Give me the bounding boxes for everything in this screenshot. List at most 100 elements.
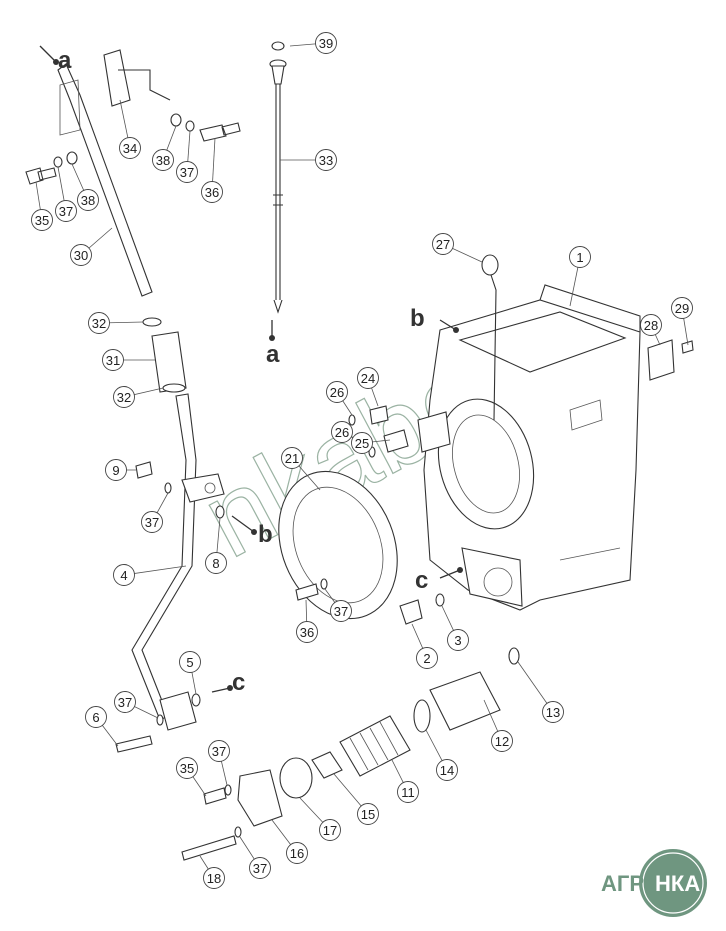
bolt-18 xyxy=(181,835,237,861)
o-ring-3 xyxy=(435,593,445,607)
plug-24 xyxy=(369,405,389,425)
filter-11 xyxy=(339,715,411,777)
gasket-21 xyxy=(278,470,398,620)
callout-26: 26 xyxy=(331,421,353,443)
transmission-housing-1 xyxy=(417,284,641,611)
callout-number: 28 xyxy=(644,318,658,333)
sleeve-12 xyxy=(429,671,501,731)
callout-number: 14 xyxy=(440,763,454,778)
reference-letter-b: b xyxy=(410,305,425,332)
callout-36: 36 xyxy=(296,621,318,643)
callout-number: 27 xyxy=(436,237,450,252)
callout-18: 18 xyxy=(203,867,225,889)
arrowhead-icon xyxy=(227,685,233,691)
callout-5: 5 xyxy=(179,651,201,673)
washer-37 xyxy=(53,156,63,168)
logo-text-right: НКА xyxy=(655,871,700,896)
bolt-9 xyxy=(135,461,153,479)
bolt-6 xyxy=(115,735,153,753)
callout-21: 21 xyxy=(281,447,303,469)
callout-number: 31 xyxy=(106,353,120,368)
arrowhead-icon xyxy=(269,335,275,341)
callout-number: 5 xyxy=(186,655,193,670)
callout-number: 37 xyxy=(212,744,226,759)
callout-3: 3 xyxy=(447,629,469,651)
callout-number: 36 xyxy=(205,185,219,200)
callout-8: 8 xyxy=(205,552,227,574)
callout-32: 32 xyxy=(88,312,110,334)
callout-number: 18 xyxy=(207,871,221,886)
washer-37 xyxy=(234,826,242,838)
callout-14: 14 xyxy=(436,759,458,781)
callout-28: 28 xyxy=(640,314,662,336)
bolt-35 xyxy=(203,787,227,805)
callout-26: 26 xyxy=(326,381,348,403)
callout-6: 6 xyxy=(85,706,107,728)
bracket-34 xyxy=(103,49,171,107)
callout-11: 11 xyxy=(397,781,419,803)
o-ring-26 xyxy=(348,414,356,426)
clamp-32 xyxy=(162,383,186,393)
screw-29 xyxy=(681,340,694,354)
o-ring-13 xyxy=(508,647,520,665)
callout-12: 12 xyxy=(491,730,513,752)
arrowhead-icon xyxy=(457,567,463,573)
o-ring-5 xyxy=(191,693,201,707)
callout-number: 37 xyxy=(59,204,73,219)
callout-33: 33 xyxy=(315,149,337,171)
reference-letter-a: a xyxy=(266,341,280,368)
reference-letter-b: b xyxy=(258,521,273,548)
breather-27-head xyxy=(481,254,499,276)
callout-31: 31 xyxy=(102,349,124,371)
callout-number: 12 xyxy=(495,734,509,749)
callout-number: 37 xyxy=(118,695,132,710)
reference-letter-c: c xyxy=(415,567,428,594)
callout-35: 35 xyxy=(176,757,198,779)
callout-number: 30 xyxy=(74,248,88,263)
hose-31 xyxy=(151,331,187,393)
callout-number: 25 xyxy=(355,436,369,451)
bolt-36 xyxy=(199,122,241,142)
washer-37 xyxy=(164,482,172,494)
callout-34: 34 xyxy=(119,137,141,159)
callout-number: 17 xyxy=(323,823,337,838)
callout-13: 13 xyxy=(542,701,564,723)
callout-15: 15 xyxy=(357,803,379,825)
clamp-32 xyxy=(142,317,162,327)
callout-number: 21 xyxy=(285,451,299,466)
callout-number: 39 xyxy=(319,36,333,51)
callout-number: 16 xyxy=(290,846,304,861)
washer-37 xyxy=(224,784,232,796)
callout-number: 2 xyxy=(423,651,430,666)
plug-25 xyxy=(383,429,409,453)
callout-number: 38 xyxy=(156,153,170,168)
callout-37: 37 xyxy=(208,740,230,762)
callout-number: 37 xyxy=(145,515,159,530)
callout-2: 2 xyxy=(416,647,438,669)
callout-25: 25 xyxy=(351,432,373,454)
callout-number: 24 xyxy=(361,371,375,386)
washer-37 xyxy=(320,578,328,590)
callout-number: 37 xyxy=(253,861,267,876)
cover-16 xyxy=(237,769,283,827)
callout-number: 13 xyxy=(546,705,560,720)
o-ring-14 xyxy=(413,699,431,733)
reference-arrow xyxy=(231,515,255,533)
callout-1: 1 xyxy=(569,246,591,268)
callout-number: 34 xyxy=(123,141,137,156)
washer-38 xyxy=(66,151,78,165)
callout-number: 37 xyxy=(180,165,194,180)
callout-29: 29 xyxy=(671,297,693,319)
callout-number: 1 xyxy=(576,250,583,265)
callout-38: 38 xyxy=(152,149,174,171)
callout-24: 24 xyxy=(357,367,379,389)
callout-number: 3 xyxy=(454,633,461,648)
callout-number: 8 xyxy=(212,556,219,571)
plug-2 xyxy=(399,599,423,625)
washer-37 xyxy=(156,714,164,726)
callout-number: 11 xyxy=(401,785,415,800)
callout-37: 37 xyxy=(141,511,163,533)
reference-arrow xyxy=(211,687,231,693)
